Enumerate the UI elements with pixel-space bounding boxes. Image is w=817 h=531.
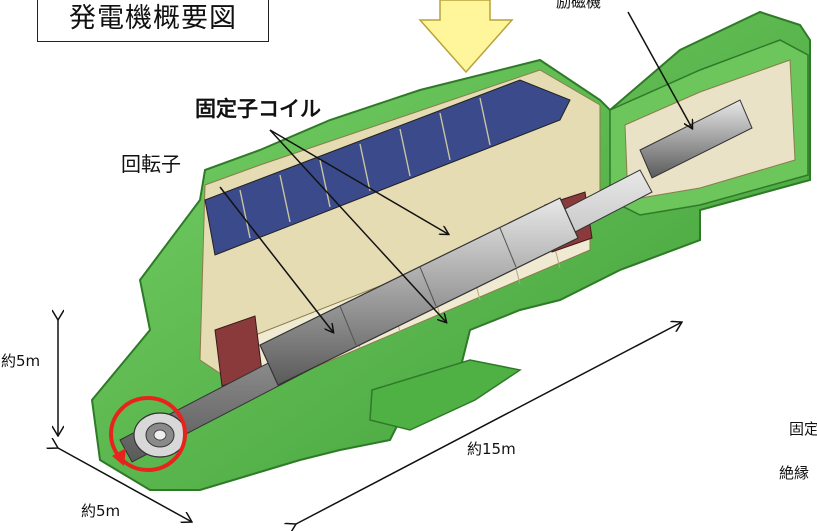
leader-lines xyxy=(219,11,692,332)
exciter-label: 励磁機 xyxy=(556,0,602,11)
stator-coil-leader-1 xyxy=(269,129,448,234)
length-label: 約15m xyxy=(467,440,516,458)
depth-label: 約5m xyxy=(81,502,121,520)
title-box: 発電機概要図 xyxy=(37,0,269,42)
input-arrow xyxy=(418,0,514,74)
side-note-1: 固定 xyxy=(789,420,817,438)
height-label: 約5m xyxy=(1,352,41,370)
rotor-leader xyxy=(219,186,333,332)
stator-coil-leader-2 xyxy=(269,129,446,322)
stator-coil-label: 固定子コイル xyxy=(195,97,321,121)
depth-dimension xyxy=(58,448,192,522)
side-note-2: 絶縁 xyxy=(779,464,810,482)
exciter-leader xyxy=(627,11,692,128)
length-dimension xyxy=(296,322,682,524)
dimension-arrows xyxy=(58,320,682,524)
diagram-title: 発電機概要図 xyxy=(69,3,237,34)
rotor-label: 回転子 xyxy=(121,152,181,176)
